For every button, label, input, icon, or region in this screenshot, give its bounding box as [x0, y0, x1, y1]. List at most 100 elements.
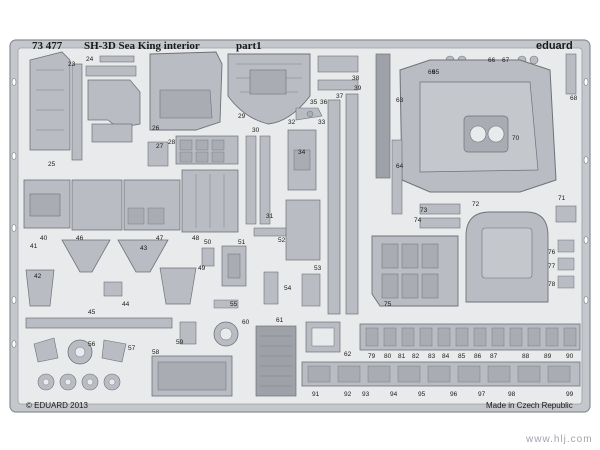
- part-number-61: 61: [276, 317, 284, 324]
- part-43-seat-frame-b: [117, 239, 169, 273]
- part-number-46: 46: [76, 235, 84, 242]
- part-27-box: [147, 141, 169, 167]
- part-number-77: 77: [548, 263, 556, 270]
- part-number-90: 90: [566, 353, 574, 360]
- part-number-63: 63: [396, 97, 404, 104]
- part-number-86: 86: [474, 353, 482, 360]
- part-number-87: 87: [490, 353, 498, 360]
- part-35-knob: [306, 110, 314, 118]
- part-40-cushion: [29, 193, 61, 217]
- sheet-part: part1: [236, 40, 262, 52]
- part-number-58: 58: [152, 349, 160, 356]
- part-number-80: 80: [384, 353, 392, 360]
- part-57-fan-b: [101, 339, 127, 363]
- part-number-59: 59: [176, 339, 184, 346]
- part-number-51: 51: [238, 239, 246, 246]
- part-number-45: 45: [88, 309, 96, 316]
- part-number-85: 85: [458, 353, 466, 360]
- part-24-bar: [99, 55, 135, 63]
- part-number-47: 47: [156, 235, 164, 242]
- part-number-84: 84: [442, 353, 450, 360]
- part-number-44: 44: [122, 301, 130, 308]
- part-number-37: 37: [336, 93, 344, 100]
- part-56-hub: [74, 346, 86, 358]
- part-38-tray: [317, 55, 359, 73]
- part-number-42: 42: [34, 273, 42, 280]
- part-24-bracket: [85, 65, 137, 77]
- part-23-wall-panel: [29, 51, 71, 151]
- part-71-tab: [555, 205, 577, 223]
- part-number-24: 24: [86, 56, 94, 63]
- part-79-90-cells: [365, 327, 577, 347]
- part-number-30: 30: [252, 127, 260, 134]
- part-number-70: 70: [512, 135, 520, 142]
- part-number-65: 65: [432, 69, 440, 76]
- part-73-panel: [419, 203, 461, 215]
- copyright-text: © EDUARD 2013: [26, 401, 88, 410]
- part-37-rail: [327, 99, 341, 315]
- part-68-clip: [565, 53, 577, 95]
- part-number-93: 93: [362, 391, 370, 398]
- part-number-35: 35: [310, 99, 318, 106]
- part-number-25: 25: [48, 161, 56, 168]
- part-59-clip: [179, 321, 197, 345]
- part-number-79: 79: [368, 353, 376, 360]
- part-number-97: 97: [478, 391, 486, 398]
- part-number-49: 49: [198, 265, 206, 272]
- part-79-90-strip: [359, 323, 581, 351]
- part-number-32: 32: [288, 119, 296, 126]
- part-number-55: 55: [230, 301, 238, 308]
- part-60-hole: [219, 327, 233, 341]
- part-number-64: 64: [396, 163, 404, 170]
- part-28-rack-cells: [179, 139, 225, 163]
- part-29b-hatch: [249, 69, 287, 95]
- part-number-75: 75: [384, 301, 392, 308]
- part-number-68: 68: [570, 95, 578, 102]
- part-number-29: 29: [238, 113, 246, 120]
- part-34-inner: [293, 149, 311, 171]
- part-number-53: 53: [314, 265, 322, 272]
- part-number-28: 28: [168, 139, 176, 146]
- part-number-54: 54: [284, 285, 292, 292]
- part-number-89: 89: [544, 353, 552, 360]
- part-number-99: 99: [566, 391, 574, 398]
- brand-logo: eduard: [536, 40, 573, 52]
- part-53-box: [301, 273, 321, 307]
- part-74-panel: [419, 217, 461, 229]
- part-47-seat-slots: [127, 207, 165, 225]
- part-70-hole-b: [487, 125, 505, 143]
- part-77-box: [557, 257, 575, 271]
- part-number-76: 76: [548, 249, 556, 256]
- part-76-box: [557, 239, 575, 253]
- part-63-mesh-strip: [375, 53, 391, 179]
- part-number-50: 50: [204, 239, 212, 246]
- alignment-holes-left: [11, 78, 589, 348]
- part-number-71: 71: [558, 195, 566, 202]
- part-number-96: 96: [450, 391, 458, 398]
- part-23-rivets: [36, 69, 64, 131]
- part-number-27: 27: [156, 143, 164, 150]
- part-number-33: 33: [318, 119, 326, 126]
- part-number-69: 69: [428, 69, 436, 76]
- part-38-tray-b: [317, 79, 359, 91]
- part-44-foot: [103, 281, 123, 297]
- part-91-99-cells: [307, 365, 571, 383]
- part-62-inner: [311, 327, 335, 347]
- part-number-39: 39: [354, 85, 362, 92]
- part-number-74: 74: [414, 217, 422, 224]
- part-number-34: 34: [298, 149, 306, 156]
- part-number-62: 62: [344, 351, 352, 358]
- part-57-wheel-hubs: [42, 378, 116, 386]
- part-number-56: 56: [88, 341, 96, 348]
- part-75-lattice-cells: [381, 243, 439, 299]
- sheet-title: SH-3D Sea King interior: [84, 40, 200, 52]
- part-29-seat-cushion: [159, 89, 213, 119]
- part-number-67: 67: [502, 57, 510, 64]
- part-number-78: 78: [548, 281, 556, 288]
- part-64-strip: [391, 139, 403, 215]
- part-number-92: 92: [344, 391, 352, 398]
- part-30-strip-a: [245, 135, 257, 225]
- part-44-leg-a: [25, 269, 55, 307]
- part-46-seat-bank: [71, 179, 123, 231]
